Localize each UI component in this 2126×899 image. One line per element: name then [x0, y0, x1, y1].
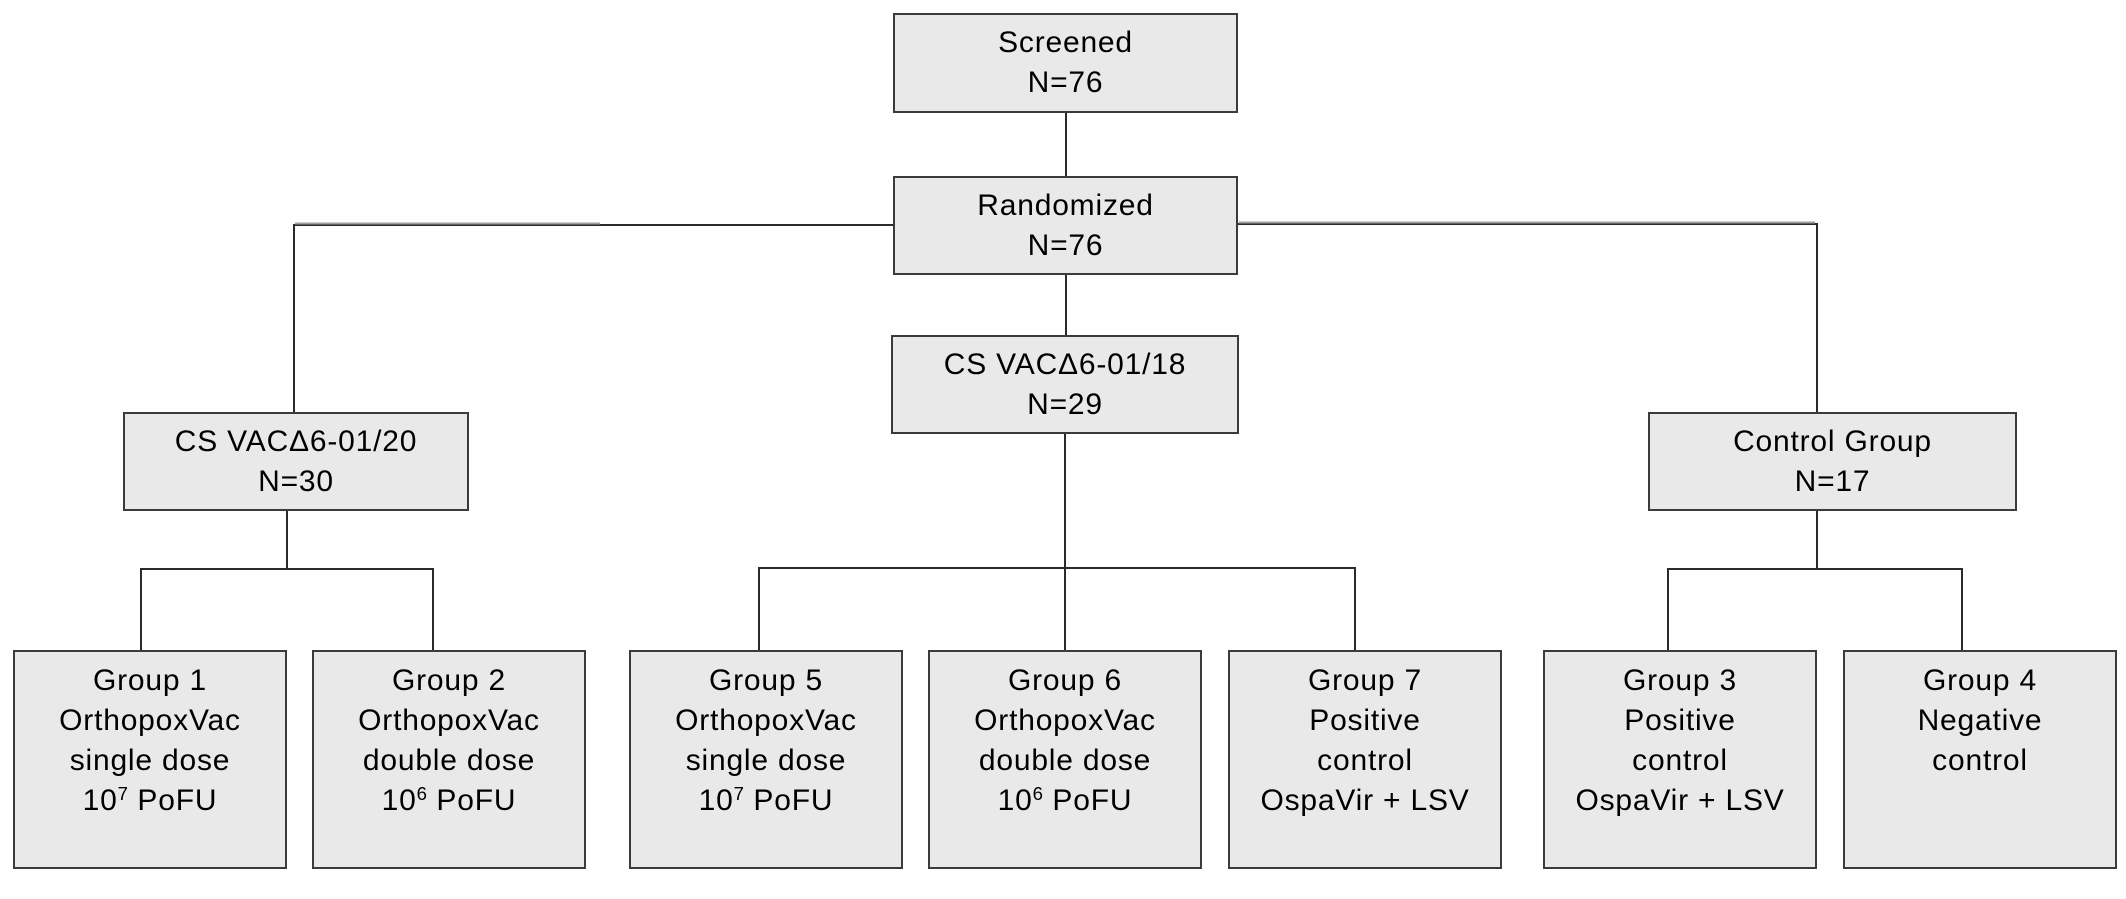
- node-group-7-line-3: control: [1317, 744, 1413, 777]
- superscript: 7: [117, 782, 129, 804]
- node-group-2-line-4: 106 PoFU: [381, 782, 517, 817]
- node-group-6-line-4: 106 PoFU: [997, 782, 1133, 817]
- node-group-7-line-2: Positive: [1309, 704, 1421, 737]
- node-group-6-line-2: OrthopoxVac: [974, 704, 1156, 737]
- node-group-3-line-2: Positive: [1624, 704, 1736, 737]
- node-group-5: Group 5 OrthopoxVac single dose 107 PoFU: [629, 650, 903, 869]
- node-group-6: Group 6 OrthopoxVac double dose 106 PoFU: [928, 650, 1202, 869]
- node-group-3-line-4: OspaVir + LSV: [1575, 784, 1785, 817]
- node-group-2: Group 2 OrthopoxVac double dose 106 PoFU: [312, 650, 586, 869]
- node-screened-line-1: Screened: [998, 26, 1133, 59]
- node-group-7-line-1: Group 7: [1308, 664, 1422, 697]
- node-group-2-line-3: double dose: [362, 744, 536, 777]
- node-group-1: Group 1 OrthopoxVac single dose 107 PoFU: [13, 650, 287, 869]
- connector-cohort-01-20-rail: [140, 568, 434, 650]
- superscript: 7: [733, 782, 745, 804]
- node-cohort-01-18-line-1: CS VACΔ6-01/18: [943, 347, 1187, 381]
- node-cohort-01-20-line-1: CS VACΔ6-01/20: [174, 424, 418, 458]
- node-control-group-line-1: Control Group: [1733, 424, 1932, 458]
- superscript: 6: [416, 782, 428, 804]
- node-group-4-line-2: Negative: [1917, 704, 2043, 737]
- node-group-4-line-3: control: [1932, 744, 2028, 777]
- node-group-7-line-4: OspaVir + LSV: [1260, 784, 1470, 817]
- node-cohort-01-18-line-2: N=29: [1027, 387, 1103, 421]
- node-group-5-line-3: single dose: [685, 744, 847, 777]
- node-group-1-line-2: OrthopoxVac: [59, 704, 241, 737]
- node-group-1-line-4: 107 PoFU: [82, 782, 218, 817]
- superscript: 6: [1032, 782, 1044, 804]
- node-group-5-line-1: Group 5: [709, 664, 823, 697]
- node-group-1-line-3: single dose: [69, 744, 231, 777]
- connector-cohort-01-18-rail: [758, 567, 1356, 650]
- node-group-5-line-4: 107 PoFU: [698, 782, 834, 817]
- node-screened-line-2: N=76: [1027, 66, 1104, 99]
- node-group-2-line-2: OrthopoxVac: [358, 704, 540, 737]
- node-group-3-line-1: Group 3: [1623, 664, 1737, 697]
- node-group-5-line-2: OrthopoxVac: [675, 704, 857, 737]
- node-group-4: Group 4 Negative control: [1843, 650, 2117, 869]
- node-group-6-line-3: double dose: [978, 744, 1152, 777]
- node-randomized-line-1: Randomized: [977, 188, 1154, 222]
- node-group-4-line-1: Group 4: [1923, 664, 2037, 697]
- node-group-6-line-1: Group 6: [1008, 664, 1122, 697]
- node-control-group-line-2: N=17: [1794, 464, 1871, 498]
- node-group-3-line-3: control: [1632, 744, 1728, 777]
- connector-control-group-rail: [1667, 568, 1963, 650]
- node-group-2-line-1: Group 2: [392, 664, 506, 697]
- node-group-1-line-1: Group 1: [93, 664, 207, 697]
- node-randomized-line-2: N=76: [1027, 228, 1104, 262]
- connector-randomized-cohort-01-20: [293, 224, 893, 412]
- connector-randomized-control-group: [1238, 223, 1818, 412]
- node-cohort-01-20-line-2: N=30: [258, 464, 334, 498]
